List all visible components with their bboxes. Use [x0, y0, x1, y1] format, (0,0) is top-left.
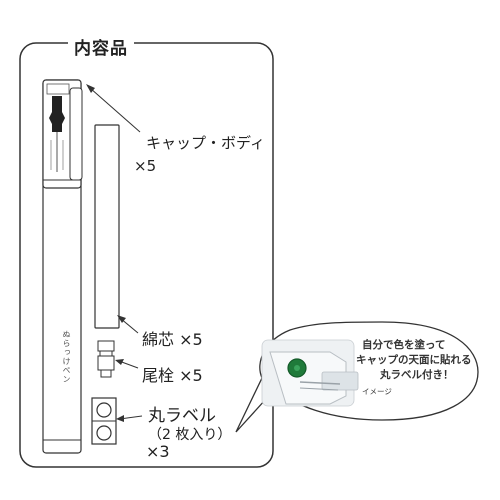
- leader-arrows: [86, 84, 143, 422]
- label-cap-body-count: ×5: [134, 157, 157, 175]
- label-round-label-count: ×3: [146, 442, 170, 461]
- label-cap-body: キャップ・ボディ: [146, 134, 265, 152]
- pen-brand-text: ぬらっけペン: [62, 330, 71, 384]
- callout-line-2: キャップの天面に貼れる: [356, 354, 472, 366]
- cap-photo-inset: [261, 339, 359, 407]
- label-round-label: 丸ラベル: [148, 406, 216, 426]
- pen-clip: [69, 87, 83, 181]
- callout-line-1: 自分で色を塗って: [362, 339, 446, 351]
- pen-nib: [49, 96, 65, 132]
- round-label: [96, 402, 112, 418]
- callout-line-3: 丸ラベル付き！: [380, 369, 454, 381]
- callout-image-note: イメージ: [362, 387, 392, 396]
- pen-illustration: [42, 79, 83, 454]
- label-round-label-pack: （2 枚入り）: [148, 427, 232, 443]
- round-label: [96, 425, 112, 441]
- cap-body-part: [94, 124, 120, 329]
- round-label-sheet: [91, 397, 117, 445]
- label-cotton-wick: 綿芯 ×5: [142, 330, 203, 349]
- label-tail-plug: 尾栓 ×5: [142, 366, 203, 385]
- contents-frame: [19, 42, 274, 468]
- section-title: 内容品: [68, 34, 134, 59]
- tail-plug-part: [97, 340, 115, 378]
